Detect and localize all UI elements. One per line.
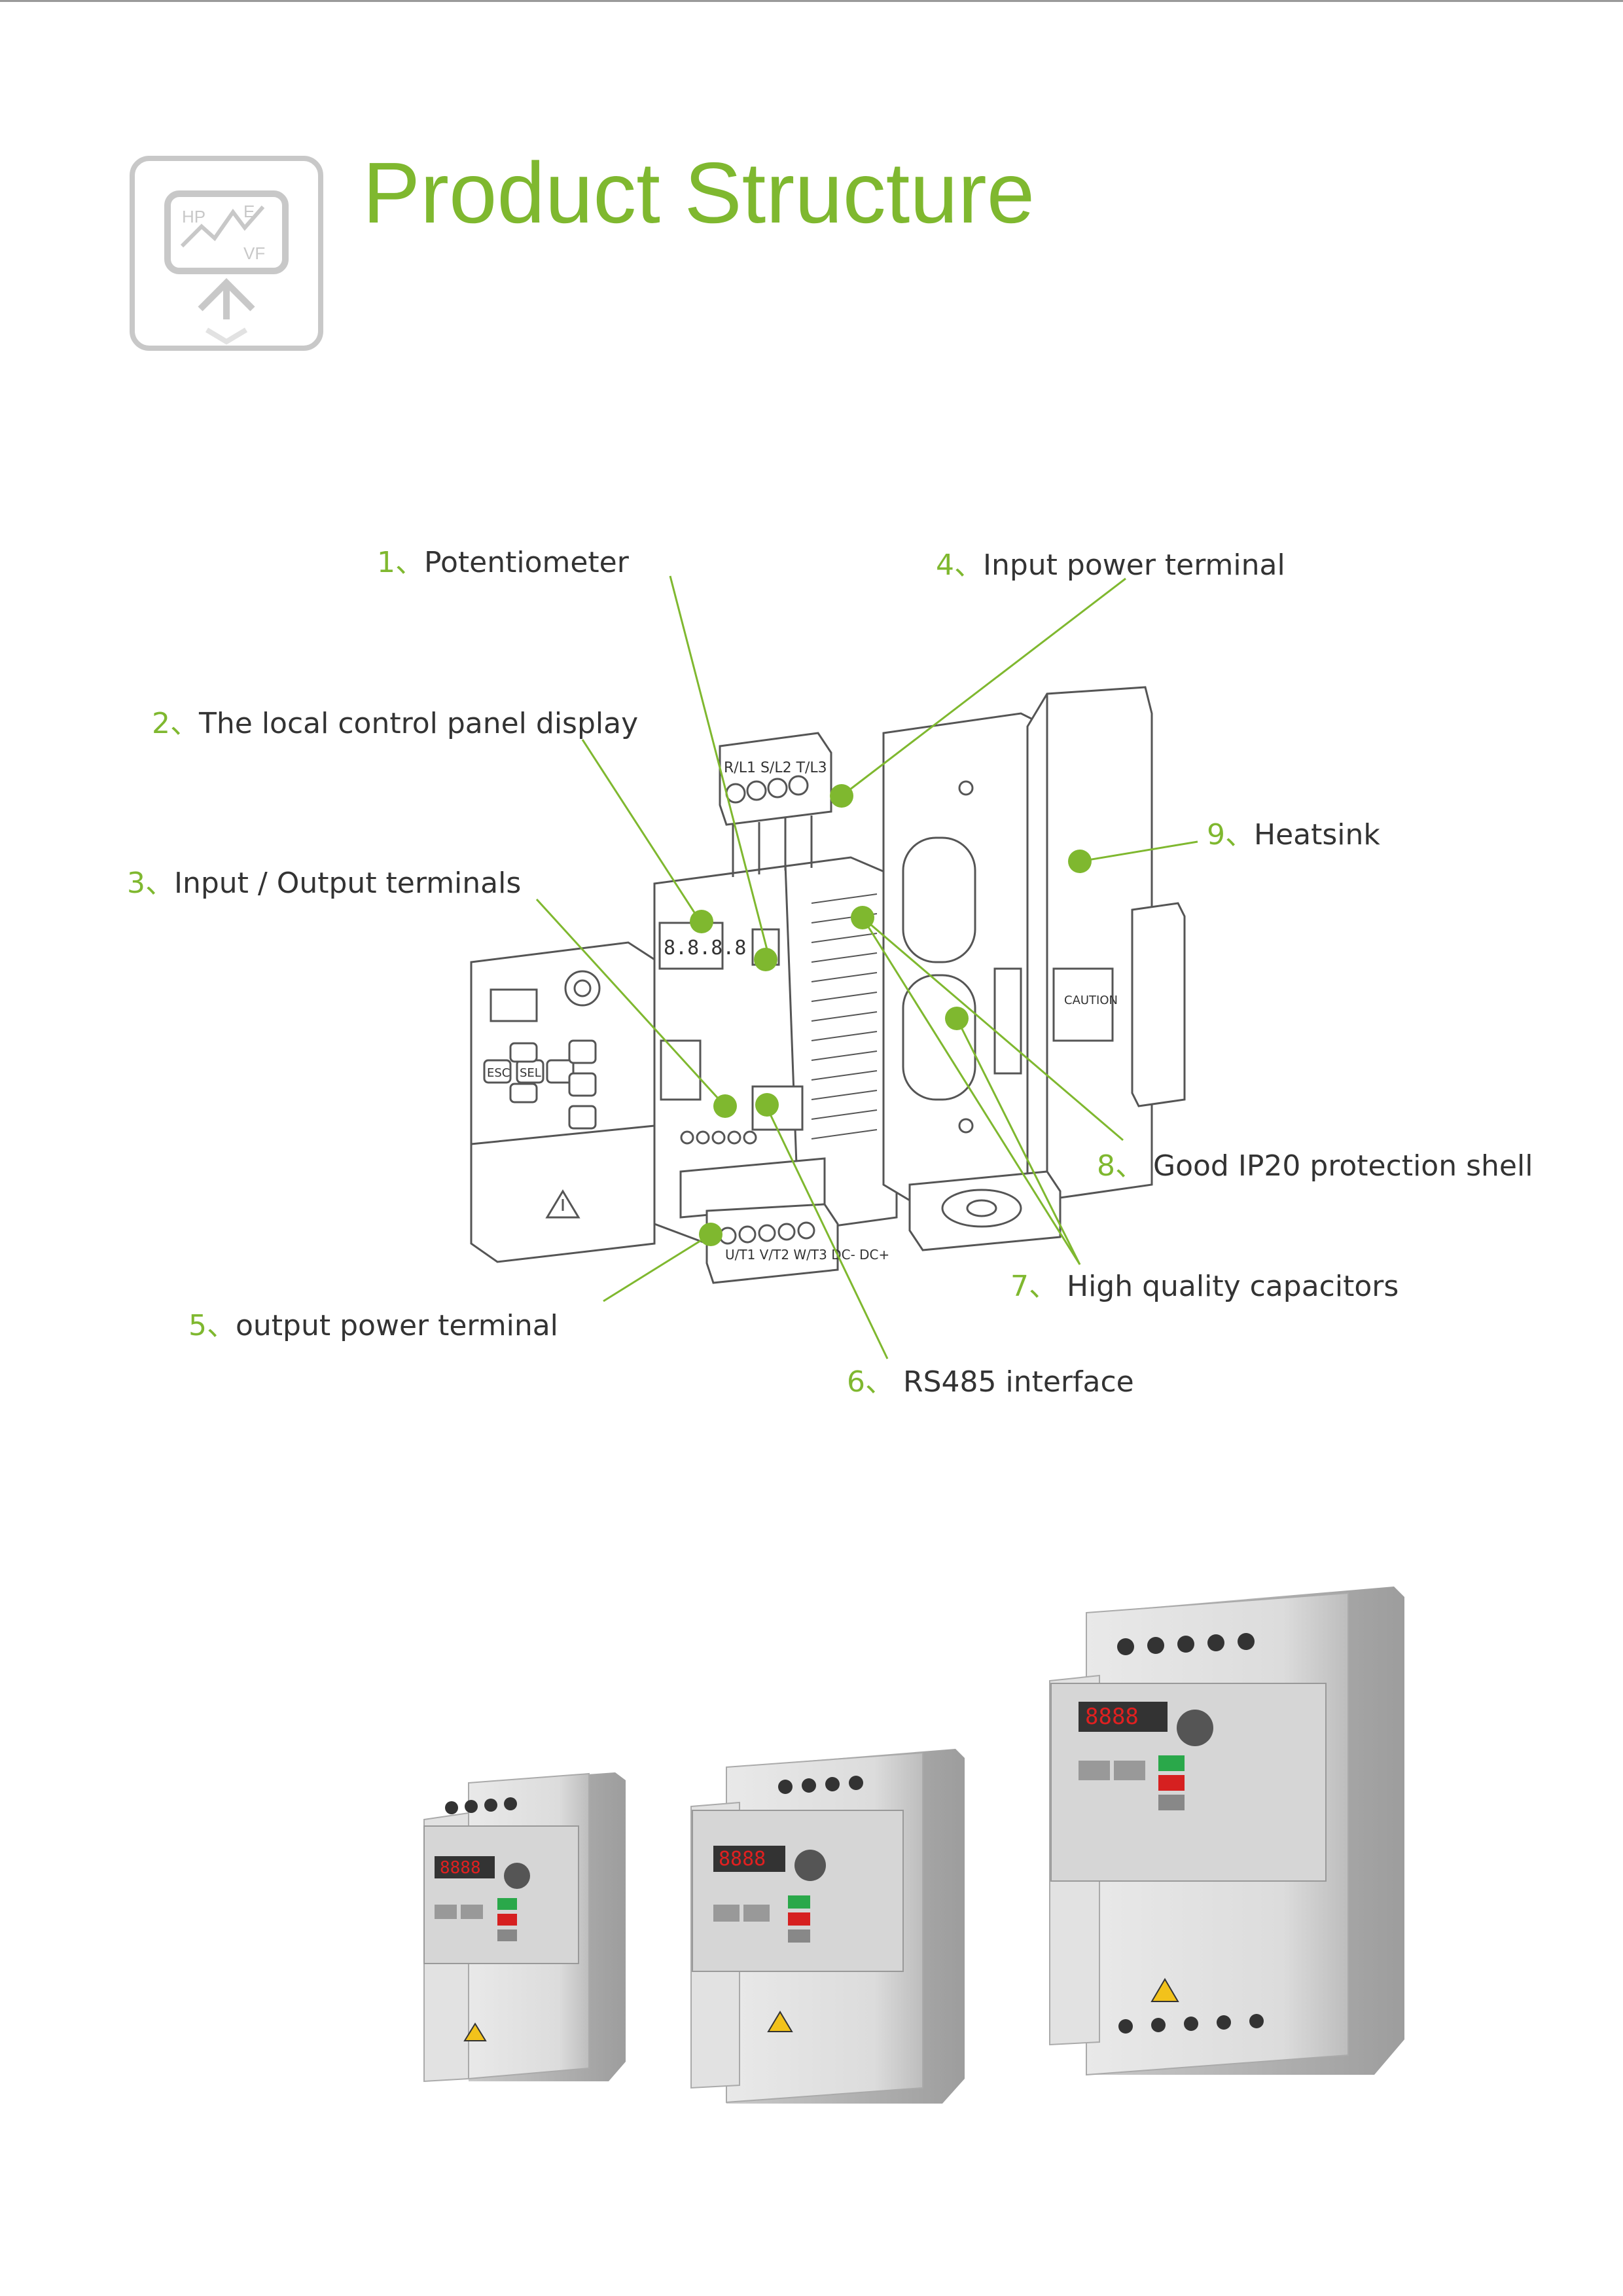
callout-2-text: The local control panel display — [199, 707, 639, 740]
callout-3: 3、Input / Output terminals — [127, 869, 521, 898]
callout-2: 2、The local control panel display — [152, 709, 638, 738]
callout-dots — [690, 784, 1092, 1246]
callout-6-number: 6 — [847, 1365, 865, 1399]
front-control-panel-cover: ESC SEL — [470, 941, 662, 1263]
callout-9-number: 9 — [1207, 818, 1225, 852]
small-drive-display: 8888 — [440, 1858, 481, 1878]
callout-8-sep: 、 — [1115, 1149, 1153, 1183]
callout-8-number: 8 — [1097, 1149, 1115, 1183]
callout-8: 8、 Good IP20 protection shell — [1097, 1152, 1533, 1181]
diagram-display-digits: 8.8.8.8 — [664, 937, 746, 960]
callout-6-sep: 、 — [865, 1365, 903, 1399]
callout-8-text: Good IP20 protection shell — [1153, 1149, 1533, 1183]
callout-3-text: Input / Output terminals — [174, 867, 522, 900]
panel-button-esc: ESC — [487, 1066, 510, 1080]
page-title: Product Structure — [363, 145, 1035, 241]
callout-1: 1、Potentiometer — [377, 548, 629, 577]
top-border-line — [0, 0, 1623, 2]
medium-drive: 8888 — [690, 1749, 965, 2104]
large-drive-display: 8888 — [1085, 1704, 1139, 1730]
callout-5: 5、output power terminal — [188, 1312, 558, 1340]
callout-9-text: Heatsink — [1254, 818, 1380, 852]
large-drive: 8888 — [1049, 1587, 1404, 2076]
callout-3-sep: 、 — [145, 867, 174, 900]
top-input-terminal-block: R/L1 S/L2 T/L3 — [719, 732, 832, 877]
callout-2-number: 2 — [152, 707, 170, 740]
capacitor-board-frame — [882, 712, 1061, 1206]
callout-6-text: RS485 interface — [903, 1365, 1134, 1399]
panel-button-sel: SEL — [520, 1066, 541, 1080]
main-chassis: 8.8.8.8 — [653, 856, 898, 1245]
callout-1-number: 1 — [377, 546, 395, 579]
top-terminal-text: R/L1 S/L2 T/L3 — [724, 760, 827, 776]
icon-letter-vf: VF — [243, 243, 265, 263]
icon-letter-hp: HP — [182, 207, 205, 226]
small-drive: 8888 — [423, 1772, 626, 2083]
callout-4-number: 4 — [936, 548, 954, 582]
callout-1-sep: 、 — [395, 546, 424, 579]
hp-e-vf-monitor-icon: HP E VF — [130, 156, 323, 351]
callout-9-sep: 、 — [1225, 818, 1254, 852]
callout-1-text: Potentiometer — [424, 546, 629, 579]
callout-3-number: 3 — [127, 867, 145, 900]
callout-4: 4、Input power terminal — [936, 551, 1285, 580]
callout-2-sep: 、 — [170, 707, 199, 740]
callout-5-sep: 、 — [207, 1309, 236, 1342]
callout-4-text: Input power terminal — [983, 548, 1285, 582]
callout-5-text: output power terminal — [236, 1309, 558, 1342]
bottom-output-terminal-block: U/T1 V/T2 W/T3 DC- DC+ — [705, 1203, 889, 1284]
callout-5-number: 5 — [188, 1309, 207, 1342]
callout-6: 6、 RS485 interface — [847, 1368, 1134, 1397]
callout-leader-lines — [535, 575, 1198, 1359]
medium-drive-display: 8888 — [719, 1848, 766, 1871]
callout-7-number: 7 — [1010, 1270, 1029, 1303]
callout-7-text: High quality capacitors — [1067, 1270, 1399, 1303]
callout-9: 9、Heatsink — [1207, 821, 1380, 850]
callout-4-sep: 、 — [954, 548, 983, 582]
caution-text: CAUTION — [1064, 994, 1118, 1007]
cooling-fan — [908, 1170, 1061, 1251]
heatsink: CAUTION — [1026, 686, 1186, 1199]
callout-7: 7、 High quality capacitors — [1010, 1272, 1399, 1301]
icon-letter-e: E — [243, 202, 255, 221]
callout-7-sep: 、 — [1029, 1270, 1067, 1303]
bottom-terminal-text: U/T1 V/T2 W/T3 DC- DC+ — [725, 1247, 889, 1263]
